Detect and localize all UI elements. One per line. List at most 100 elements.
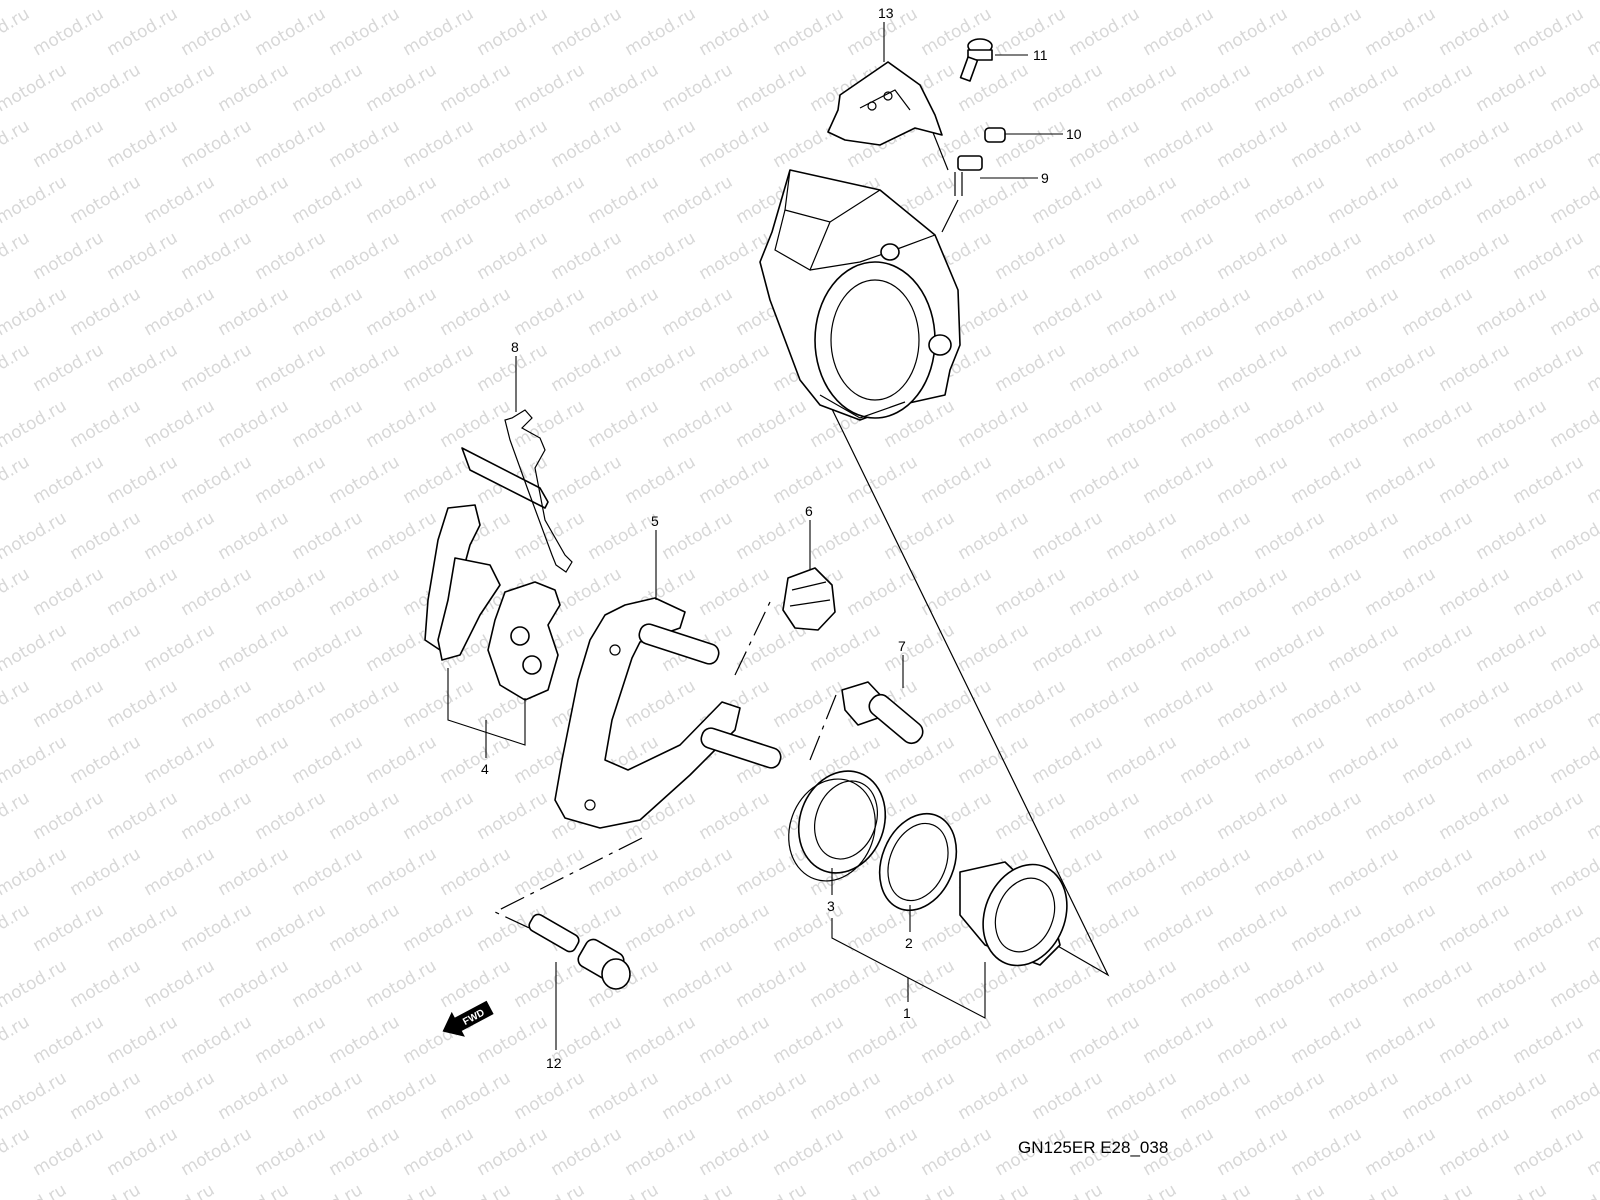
- watermark-text: motod.ru: [1473, 844, 1551, 900]
- watermark-text: motod.ru: [1399, 1180, 1477, 1200]
- watermark-text: motod.ru: [363, 172, 441, 228]
- watermark-text: motod.ru: [363, 396, 441, 452]
- callout-2: 2: [905, 935, 913, 951]
- watermark-text: motod.ru: [0, 116, 33, 172]
- watermark-text: motod.ru: [511, 1180, 589, 1200]
- watermark-text: motod.ru: [659, 956, 737, 1012]
- watermark-text: motod.ru: [289, 508, 367, 564]
- watermark-text: motod.ru: [178, 1012, 256, 1068]
- watermark-text: motod.ru: [1288, 1124, 1366, 1180]
- watermark-text: motod.ru: [585, 1068, 663, 1124]
- watermark-text: motod.ru: [289, 1180, 367, 1200]
- watermark-text: motod.ru: [1399, 1068, 1477, 1124]
- watermark-text: motod.ru: [400, 676, 478, 732]
- watermark-text: motod.ru: [1251, 1068, 1329, 1124]
- watermark-text: motod.ru: [696, 788, 774, 844]
- watermark-text: motod.ru: [844, 452, 922, 508]
- watermark-text: motod.ru: [622, 900, 700, 956]
- watermark-text: motod.ru: [67, 844, 145, 900]
- watermark-text: motod.ru: [1510, 900, 1588, 956]
- watermark-text: motod.ru: [474, 788, 552, 844]
- watermark-text: motod.ru: [437, 60, 515, 116]
- watermark-text: motod.ru: [1399, 956, 1477, 1012]
- pin-6-guide: [734, 601, 771, 676]
- watermark-text: motod.ru: [622, 228, 700, 284]
- watermark-text: motod.ru: [1362, 788, 1440, 844]
- watermark-text: motod.ru: [289, 284, 367, 340]
- watermark-text: motod.ru: [178, 116, 256, 172]
- watermark-text: motod.ru: [1029, 396, 1107, 452]
- watermark-text: motod.ru: [1214, 4, 1292, 60]
- watermark-text: motod.ru: [1473, 620, 1551, 676]
- watermark-text: motod.ru: [1547, 620, 1600, 676]
- watermark-text: motod.ru: [548, 228, 626, 284]
- watermark-text: motod.ru: [1436, 228, 1514, 284]
- watermark-text: motod.ru: [807, 508, 885, 564]
- watermark-text: motod.ru: [881, 1180, 959, 1200]
- watermark-text: motod.ru: [1177, 1068, 1255, 1124]
- watermark-text: motod.ru: [67, 60, 145, 116]
- watermark-text: motod.ru: [1029, 1180, 1107, 1200]
- callout-6: 6: [805, 503, 813, 519]
- watermark-text: motod.ru: [1584, 1012, 1600, 1068]
- watermark-text: motod.ru: [326, 900, 404, 956]
- watermark-text: motod.ru: [1177, 620, 1255, 676]
- watermark-text: motod.ru: [511, 0, 589, 4]
- watermark-text: motod.ru: [1251, 844, 1329, 900]
- watermark-text: motod.ru: [1066, 452, 1144, 508]
- watermark-text: motod.ru: [104, 564, 182, 620]
- watermark-text: motod.ru: [1066, 676, 1144, 732]
- watermark-text: motod.ru: [585, 284, 663, 340]
- watermark-text: motod.ru: [1473, 508, 1551, 564]
- watermark-text: motod.ru: [955, 1068, 1033, 1124]
- watermark-text: motod.ru: [1103, 508, 1181, 564]
- watermark-text: motod.ru: [1214, 564, 1292, 620]
- watermark-text: motod.ru: [1436, 4, 1514, 60]
- caliper-guide-line: [829, 404, 1110, 977]
- watermark-text: motod.ru: [1325, 60, 1403, 116]
- watermark-text: motod.ru: [622, 340, 700, 396]
- watermark-text: motod.ru: [511, 508, 589, 564]
- watermark-text: motod.ru: [659, 284, 737, 340]
- watermark-text: motod.ru: [1510, 4, 1588, 60]
- watermark-text: motod.ru: [955, 172, 1033, 228]
- watermark-text: motod.ru: [992, 676, 1070, 732]
- watermark-text: motod.ru: [30, 228, 108, 284]
- watermark-text: motod.ru: [733, 1068, 811, 1124]
- bolt-12-guide: [493, 837, 643, 933]
- watermark-text: motod.ru: [1214, 900, 1292, 956]
- watermark-text: motod.ru: [215, 60, 293, 116]
- watermark-text: motod.ru: [918, 676, 996, 732]
- watermark-text: motod.ru: [252, 676, 330, 732]
- watermark-text: motod.ru: [1251, 284, 1329, 340]
- watermark-text: motod.ru: [511, 284, 589, 340]
- watermark-text: motod.ru: [1177, 60, 1255, 116]
- watermark-text: motod.ru: [141, 956, 219, 1012]
- watermark-text: motod.ru: [1547, 844, 1600, 900]
- watermark-text: motod.ru: [30, 1124, 108, 1180]
- watermark-text: motod.ru: [1473, 284, 1551, 340]
- watermark-text: motod.ru: [1214, 228, 1292, 284]
- watermark-text: motod.ru: [326, 452, 404, 508]
- watermark-text: motod.ru: [326, 1012, 404, 1068]
- watermark-text: motod.ru: [1547, 172, 1600, 228]
- watermark-text: motod.ru: [289, 1068, 367, 1124]
- watermark-text: motod.ru: [1473, 172, 1551, 228]
- caliper-bracket: [554, 597, 782, 829]
- watermark-text: motod.ru: [1325, 1180, 1403, 1200]
- watermark-text: motod.ru: [770, 1124, 848, 1180]
- watermark-text: motod.ru: [1066, 116, 1144, 172]
- watermark-text: motod.ru: [30, 676, 108, 732]
- watermark-text: motod.ru: [1251, 508, 1329, 564]
- watermark-text: motod.ru: [178, 4, 256, 60]
- watermark-text: motod.ru: [1547, 956, 1600, 1012]
- watermark-text: motod.ru: [104, 676, 182, 732]
- watermark-text: motod.ru: [0, 844, 70, 900]
- piston-seal-2: [878, 812, 958, 912]
- callout-13: 13: [878, 5, 894, 21]
- watermark-text: motod.ru: [659, 508, 737, 564]
- watermark-text: motod.ru: [1399, 620, 1477, 676]
- watermark-text: motod.ru: [1251, 620, 1329, 676]
- watermark-text: motod.ru: [1288, 116, 1366, 172]
